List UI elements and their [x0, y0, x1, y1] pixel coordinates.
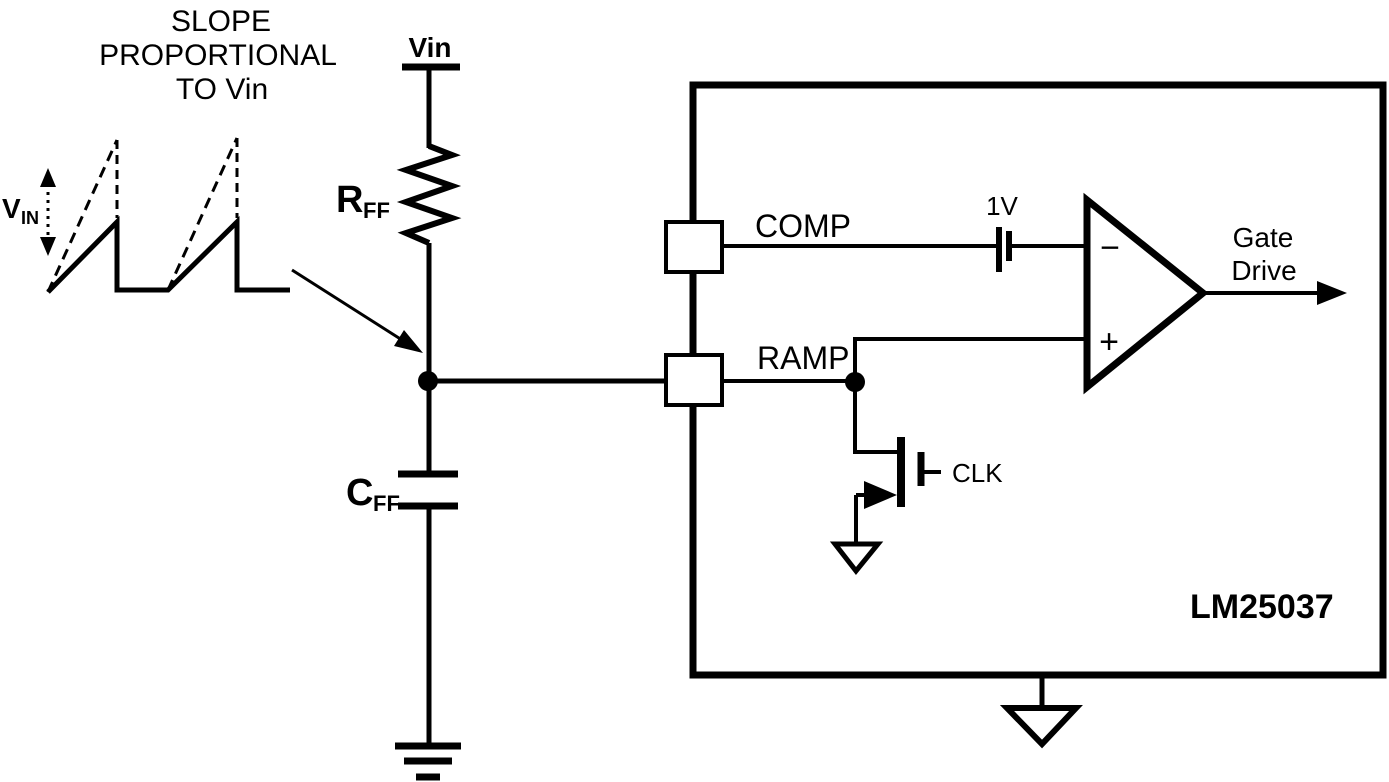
ic-part-number-label: LM25037 — [1190, 588, 1334, 626]
cff-label: C — [346, 472, 373, 514]
ramp-to-mosfet-wire — [853, 381, 899, 454]
offset-source — [996, 227, 1012, 272]
vin-amplitude-arrow — [40, 168, 56, 256]
gate-drive-label-line2: Drive — [1231, 255, 1296, 286]
ramp-to-plus-wire — [853, 337, 1087, 381]
slope-annotation-line1: SLOPE — [171, 5, 271, 38]
sawtooth-waveform — [46, 137, 290, 294]
ramp-pin-label: RAMP — [757, 340, 849, 376]
clk-label: CLK — [952, 458, 1003, 488]
pointer-arrow-shaft — [291, 268, 403, 342]
earth-ground — [395, 742, 461, 781]
vin-amplitude-label-sub: IN — [21, 208, 39, 228]
cff-label-sub: FF — [373, 491, 400, 516]
comp-pin-label: COMP — [755, 208, 851, 244]
mosfet-ground-triangle — [829, 541, 884, 576]
pointer-arrowhead — [394, 330, 423, 353]
waveform-dashed-ramp-1 — [46, 139, 119, 293]
mosfet-source-arrowhead — [864, 481, 897, 509]
waveform-dashed-ramp-2 — [166, 137, 239, 291]
waveform-solid-trace — [46, 215, 290, 294]
gate-drive-arrowhead — [1317, 281, 1347, 305]
rff-label-sub: FF — [363, 198, 390, 223]
comparator-triangle — [1083, 192, 1209, 395]
ic-ground-triangle — [999, 705, 1083, 749]
pointer-arrow — [291, 268, 423, 353]
clk-mosfet — [854, 437, 941, 546]
vin-amplitude-arrowhead-down — [40, 237, 56, 256]
comp-pin-square — [664, 220, 724, 274]
offset-source-label: 1V — [986, 191, 1018, 221]
vin-supply-label: Vin — [408, 32, 451, 63]
slope-annotation-line3: TO Vin — [176, 73, 268, 106]
cff-capacitor — [398, 470, 458, 510]
gate-drive-label-line1: Gate — [1233, 222, 1294, 253]
vin-amplitude-arrowhead-up — [40, 168, 56, 187]
comparator-minus-label: − — [1100, 229, 1120, 267]
rff-resistor — [396, 143, 462, 246]
comparator-plus-label: + — [1099, 323, 1119, 361]
slope-annotation-line2: PROPORTIONAL — [99, 39, 337, 72]
vin-amplitude-label: V — [2, 193, 21, 224]
rff-label: R — [336, 179, 363, 221]
ramp-pin-square — [664, 353, 724, 407]
